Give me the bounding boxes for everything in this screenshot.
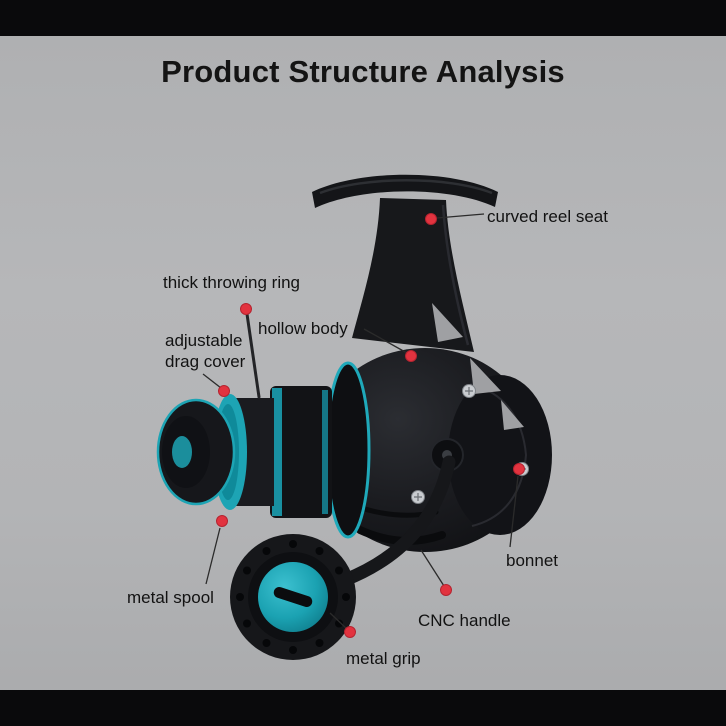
label-hollow-body: hollow body <box>258 319 348 338</box>
callout-line-adjustable-drag-cover <box>202 373 222 389</box>
bonnet-screws <box>411 384 529 504</box>
callout-dot-bonnet <box>513 463 525 475</box>
callout-line-hollow-body <box>363 328 408 354</box>
handle-shaft <box>430 438 464 472</box>
label-curved-reel-seat: curved reel seat <box>487 207 608 226</box>
callout-dot-adjustable-drag-cover <box>218 385 230 397</box>
hollow-cutouts <box>432 303 524 430</box>
callout-line-bonnet <box>509 475 519 548</box>
callout-line-metal-spool <box>205 527 221 585</box>
callout-line-curved-reel-seat <box>436 213 485 219</box>
callout-dot-metal-grip <box>344 626 356 638</box>
label-cnc-handle: CNC handle <box>418 611 511 630</box>
metal-spool-part <box>213 386 332 518</box>
callout-line-metal-grip <box>329 612 348 630</box>
reel-parts <box>156 174 552 660</box>
handle-knob <box>230 534 356 660</box>
label-bonnet: bonnet <box>506 551 558 570</box>
callout-dot-metal-spool <box>216 515 228 527</box>
callout-dot-cnc-handle <box>440 584 452 596</box>
label-thick-throwing-ring: thick throwing ring <box>163 273 301 292</box>
rotor-ring <box>325 361 371 539</box>
reel-foot <box>312 174 498 208</box>
reel-stem <box>352 198 474 352</box>
reel-body <box>313 348 537 552</box>
page-title: Product Structure Analysis <box>161 54 565 89</box>
label-metal-grip: metal grip <box>346 649 421 668</box>
callout-dot-hollow-body <box>405 350 417 362</box>
callout-line-cnc-handle <box>420 549 445 587</box>
bonnet-cover <box>448 375 552 535</box>
drag-cover-part <box>156 398 236 506</box>
label-adjustable-drag-cover: adjustable drag cover <box>165 331 246 372</box>
callout-dot-thick-throwing-ring <box>240 303 252 315</box>
handle-arm <box>338 455 456 587</box>
top-letterbox-bar <box>0 0 726 36</box>
callout-dot-curved-reel-seat <box>425 213 437 225</box>
label-metal-spool: metal spool <box>127 588 214 607</box>
bottom-letterbox-bar <box>0 690 726 726</box>
